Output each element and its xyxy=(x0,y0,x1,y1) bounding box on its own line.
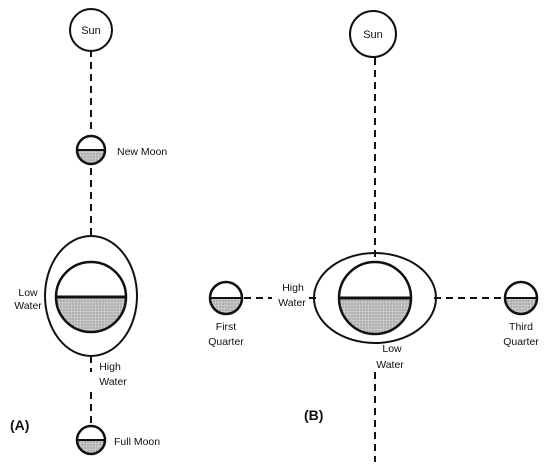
low-water-label-a-1: Low xyxy=(18,287,38,299)
low-water-label-b-2: Water xyxy=(376,359,404,371)
panel-a: Sun New Moon Low Water High Water Full M… xyxy=(10,8,167,456)
full-moon-label: Full Moon xyxy=(114,436,160,448)
tidal-bulge-b xyxy=(313,252,437,344)
new-moon-shade xyxy=(77,150,105,164)
new-moon xyxy=(75,134,107,166)
sun-label-b: Sun xyxy=(363,29,383,41)
low-water-label-b-1: Low xyxy=(382,343,402,355)
tidal-bulge-a xyxy=(44,235,138,357)
high-water-label-b-1: High xyxy=(282,282,304,294)
third-quarter-moon xyxy=(503,280,539,316)
high-water-label-b-2: Water xyxy=(278,297,306,309)
panel-a-label: (A) xyxy=(10,417,29,433)
first-quarter-shade xyxy=(210,298,242,314)
earth-water-a xyxy=(56,297,126,332)
new-moon-label: New Moon xyxy=(117,146,167,158)
third-quarter-label-1: Third xyxy=(509,321,533,333)
full-moon-shade xyxy=(77,440,105,454)
sun-circle-a xyxy=(69,8,113,52)
full-moon xyxy=(75,424,107,456)
first-quarter-label-1: First xyxy=(216,321,236,333)
high-water-label-a-2: Water xyxy=(99,376,127,388)
earth-water-b xyxy=(339,298,411,334)
sun-label-a: Sun xyxy=(81,25,101,37)
first-quarter-moon xyxy=(208,280,244,316)
low-water-label-a-2: Water xyxy=(14,300,42,312)
panel-b-label: (B) xyxy=(304,407,323,423)
first-quarter-label-2: Quarter xyxy=(208,336,244,348)
third-quarter-label-2: Quarter xyxy=(503,336,539,348)
panel-b: Sun First Quarter Third Quarter High Wat… xyxy=(208,10,539,462)
third-quarter-shade xyxy=(505,298,537,314)
high-water-label-a-1: High xyxy=(99,361,121,373)
sun-circle-b xyxy=(349,10,397,58)
